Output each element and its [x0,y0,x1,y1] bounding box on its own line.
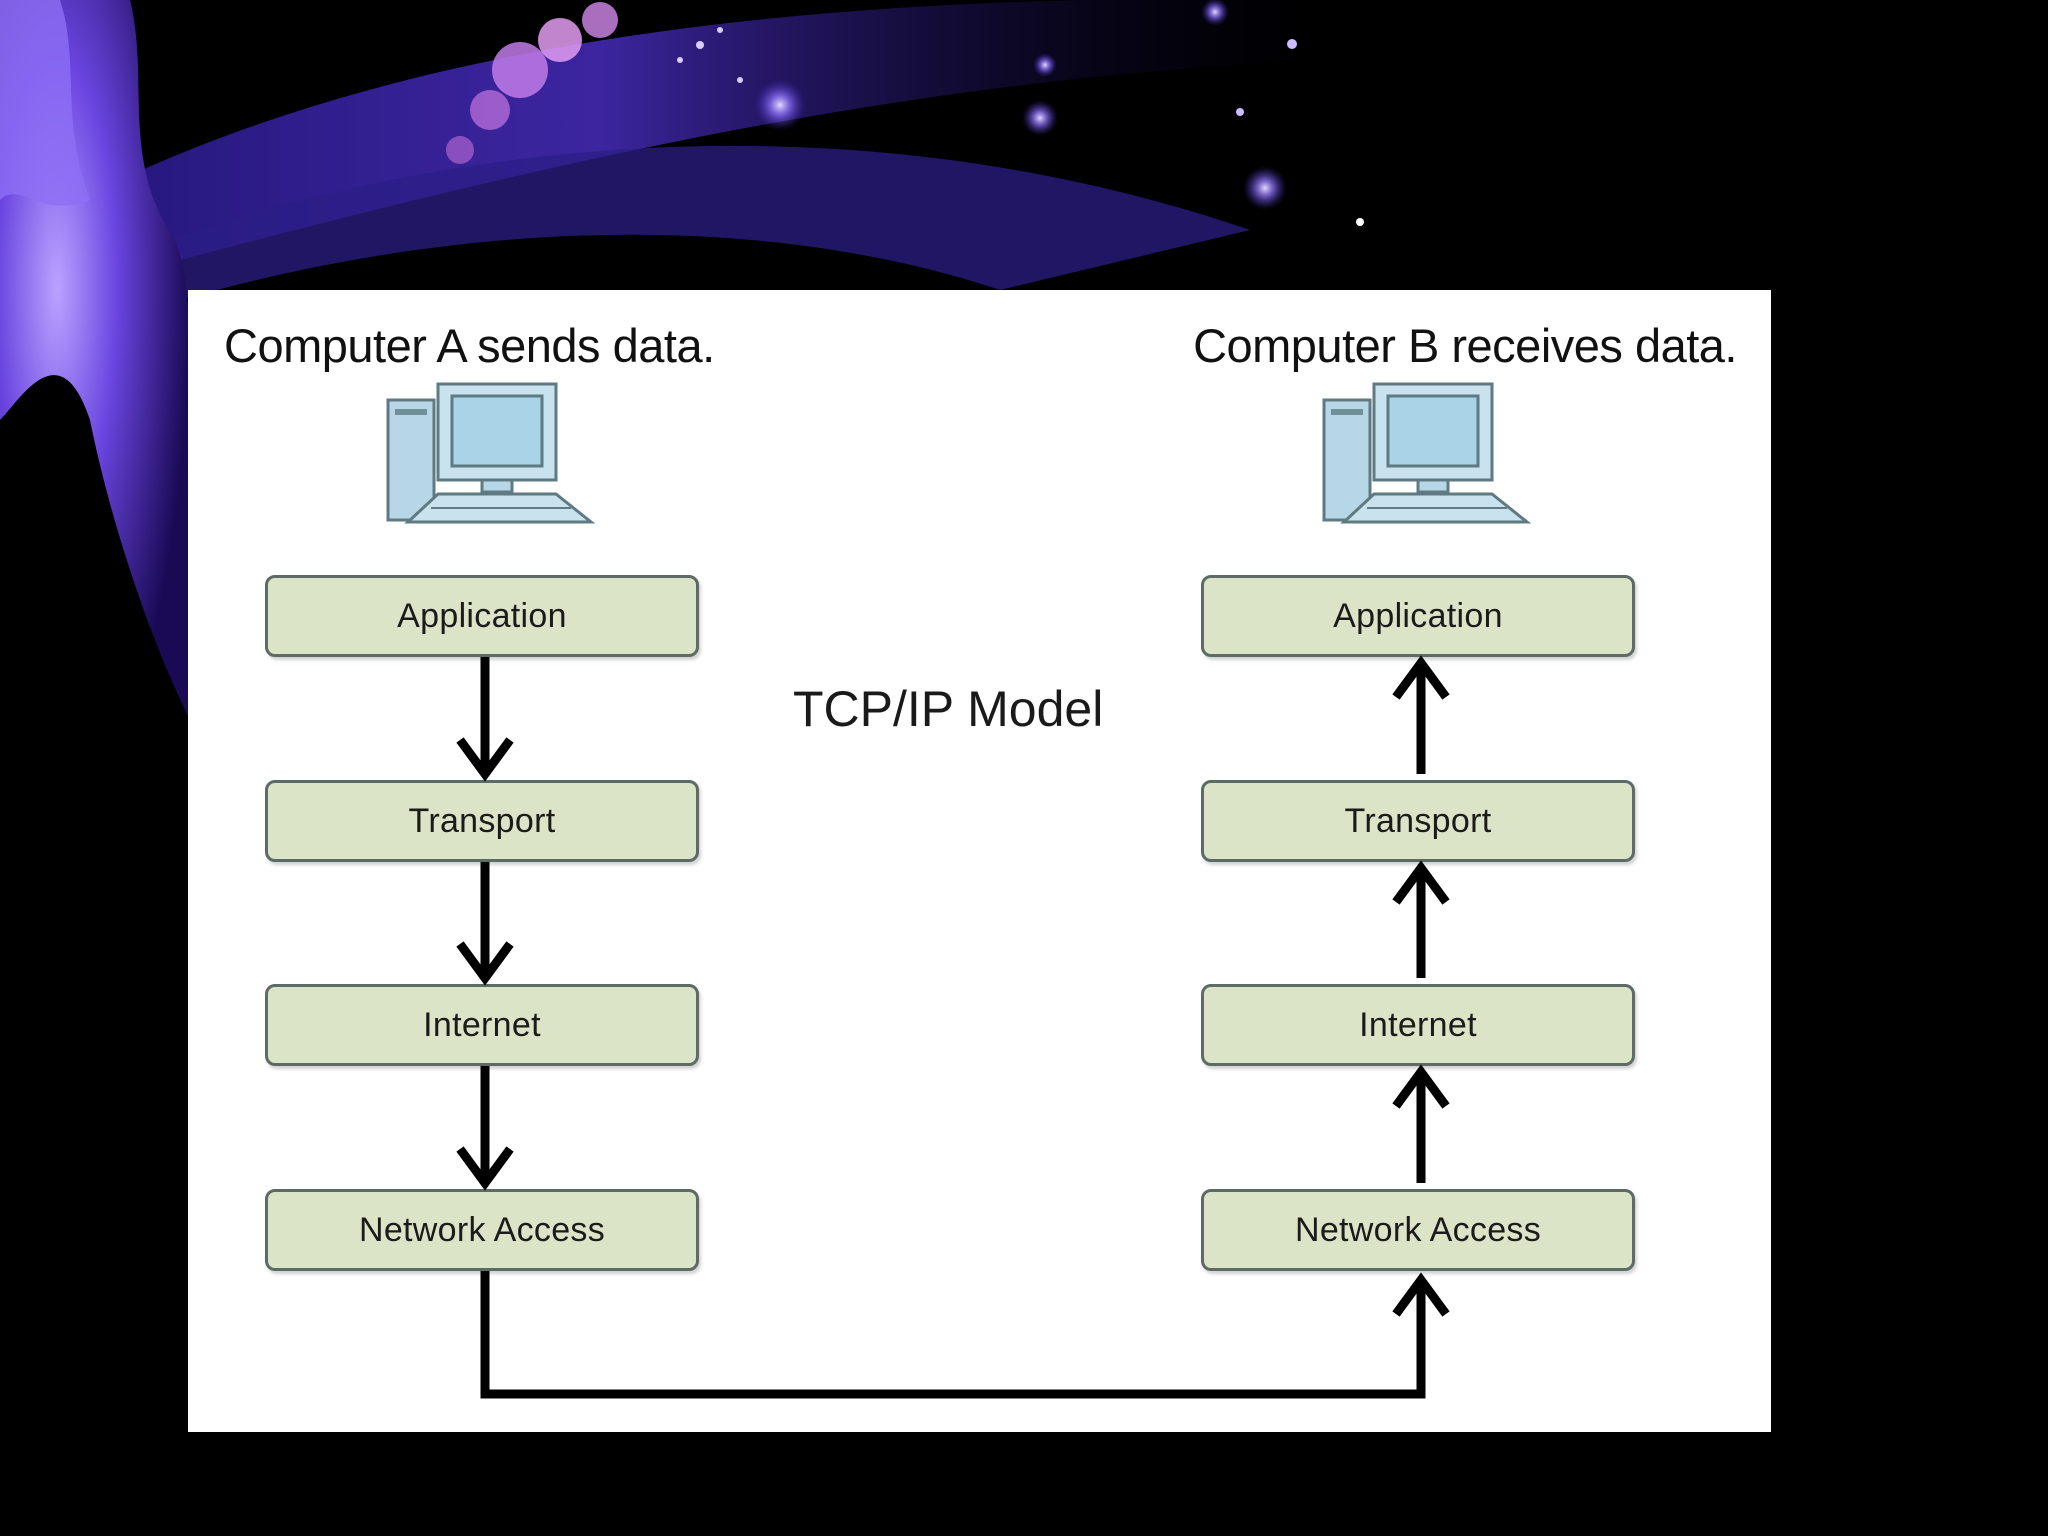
arrow-up-icon [1392,655,1450,774]
arrow-up-icon [1392,1272,1450,1317]
arrow-up-icon [1392,860,1450,978]
arrow-up-icon [1392,1064,1450,1183]
sender-layer-network-access: Network Access [265,1189,699,1271]
desktop-computer-icon [386,382,596,524]
arrow-down-icon [456,1066,514,1191]
sender-layer-transport: Transport [265,780,699,862]
swoosh-band [140,145,1250,300]
flower-petal [0,0,90,206]
network-link [480,1271,1426,1399]
arrow-down-icon [456,657,514,782]
receiver-caption: Computer B receives data. [1193,319,1737,372]
diagram-panel: Computer A sends data. Computer B receiv… [188,290,1771,1432]
desktop-computer-icon [1322,382,1532,524]
sender-layer-internet: Internet [265,984,699,1066]
arrow-down-icon [456,862,514,986]
model-title: TCP/IP Model [793,681,1104,737]
sparkle-orbs [677,0,1364,226]
receiver-layer-internet: Internet [1201,984,1635,1066]
receiver-layer-application: Application [1201,575,1635,657]
receiver-layer-transport: Transport [1201,780,1635,862]
sender-caption: Computer A sends data. [224,319,715,372]
blossom-cluster [446,2,618,164]
receiver-layer-network-access: Network Access [1201,1189,1635,1271]
sender-layer-application: Application [265,575,699,657]
